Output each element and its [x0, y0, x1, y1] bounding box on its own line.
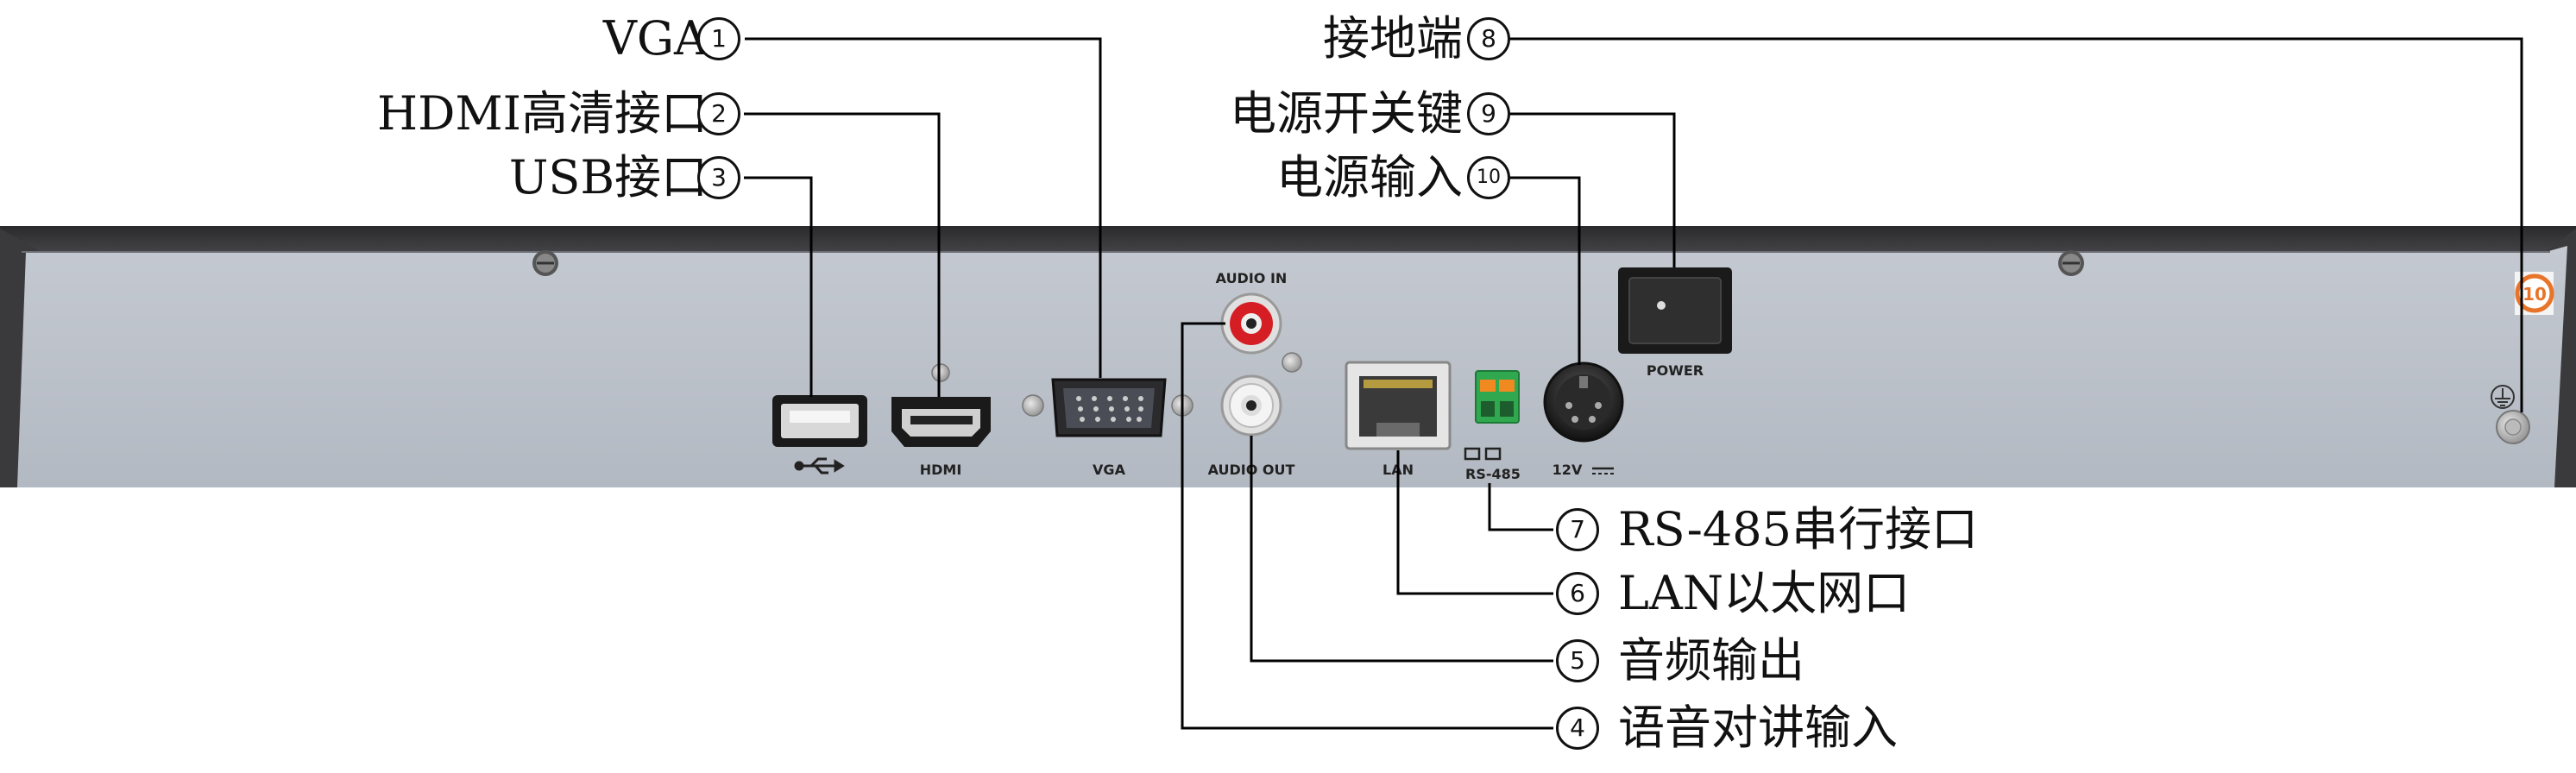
callout-number-3: 3	[697, 156, 740, 199]
leader-5	[1250, 436, 1553, 663]
leader-10	[1507, 176, 1581, 365]
chassis-top-edge	[0, 226, 2576, 259]
callout-number-4: 4	[1556, 707, 1599, 750]
leader-8	[1507, 37, 2523, 412]
leader-1	[745, 37, 1102, 378]
leader-6	[1396, 450, 1553, 595]
rs485-label: RS-485	[1465, 466, 1521, 482]
callout-label-8: 接地端	[1323, 11, 1463, 66]
callout-leaders	[744, 37, 2523, 730]
leader-2	[744, 112, 941, 397]
lan-port: LAN	[1345, 361, 1452, 478]
callout-label-10: 电源输入	[1276, 150, 1463, 204]
usb-port	[772, 395, 867, 474]
callout-label-5: 音频输出	[1618, 633, 1804, 688]
vga-port: VGA	[1022, 378, 1194, 478]
callout-number-5: 5	[1556, 639, 1599, 682]
hdmi-screw	[931, 363, 950, 382]
rating-badge-text: 10	[2522, 284, 2547, 305]
power-switch: POWER	[1618, 267, 1732, 379]
leader-3	[744, 176, 813, 397]
ground-icon	[2491, 385, 2515, 409]
usb-icon	[794, 457, 845, 474]
callout-number-8: 8	[1467, 17, 1510, 60]
callout-label-1: VGA	[602, 11, 708, 66]
leader-4	[1181, 322, 1553, 730]
power-input-jack: 12V	[1543, 361, 1624, 478]
leader-7	[1488, 483, 1553, 531]
audio-in-label: AUDIO IN	[1216, 270, 1288, 286]
callout-label-9: 电源开关键	[1230, 86, 1463, 141]
ground-terminal	[2491, 385, 2530, 444]
audio-in-port: AUDIO IN	[1216, 270, 1288, 355]
callout-number-7: 7	[1556, 508, 1599, 551]
callout-label-2: HDMI高清接口	[376, 86, 708, 141]
vga-port-label: VGA	[1093, 462, 1126, 478]
vga-screw-left	[1022, 394, 1044, 417]
rs485-terminal: RS-485	[1464, 370, 1521, 482]
top-screw-left	[532, 250, 558, 276]
hdmi-port: HDMI	[891, 397, 991, 478]
power-switch-label: POWER	[1647, 362, 1704, 379]
callout-number-9: 9	[1467, 92, 1510, 135]
callout-label-6: LAN以太网口	[1618, 566, 1911, 620]
audio-screw	[1282, 352, 1302, 373]
power-in-label: 12V	[1553, 462, 1583, 478]
audio-out-port: AUDIO OUT	[1208, 374, 1294, 478]
callout-label-4: 语音对讲输入	[1618, 701, 1898, 755]
callout-number-6: 6	[1556, 572, 1599, 615]
callout-label-7: RS-485串行接口	[1618, 502, 1978, 556]
callout-label-3: USB接口	[508, 150, 708, 204]
callout-number-1: 1	[697, 17, 740, 60]
leader-9	[1507, 112, 1676, 267]
hdmi-port-label: HDMI	[920, 462, 962, 478]
callout-number-2: 2	[697, 92, 740, 135]
callout-number-10: 10	[1467, 156, 1510, 199]
top-screw-right	[2058, 250, 2084, 276]
